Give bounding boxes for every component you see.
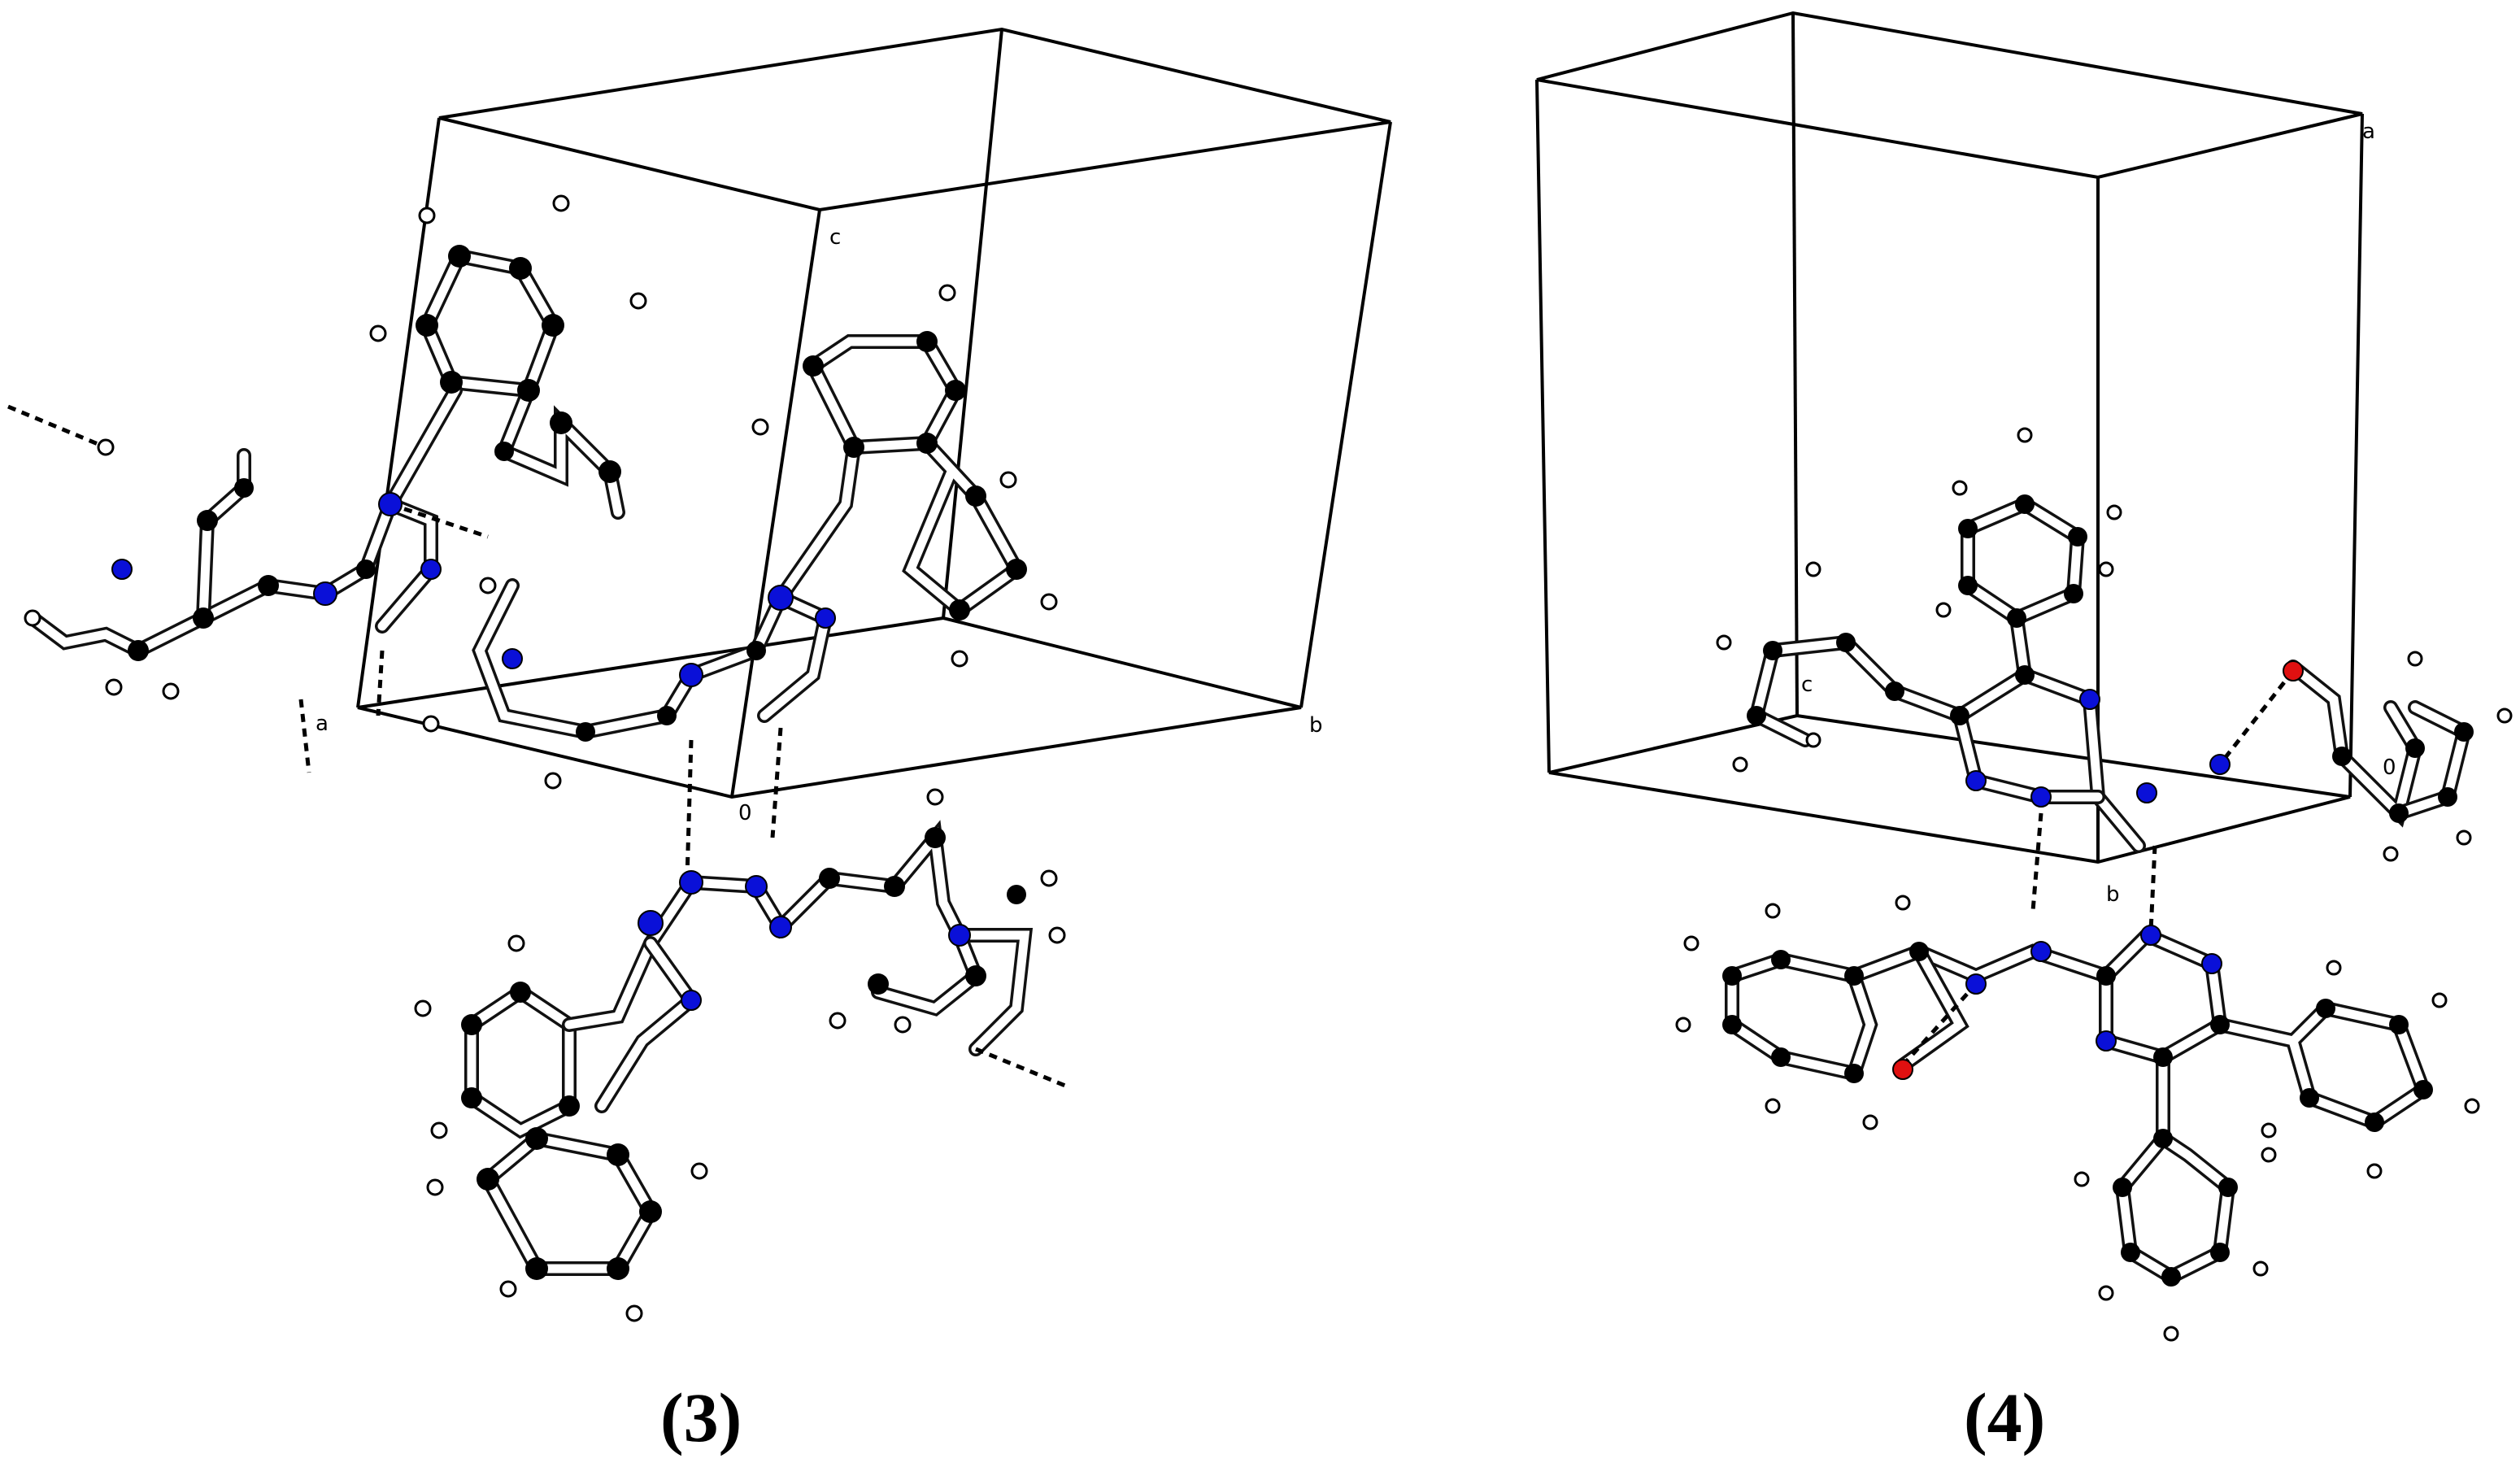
- axis-label-c-4: c: [1801, 673, 1813, 697]
- molecule-4-upper: [1716, 427, 2513, 932]
- bonds: [1747, 495, 2473, 853]
- axis-label-origin-3: 0: [738, 801, 752, 825]
- atoms: [1675, 895, 2480, 1342]
- axis-label-c-3: c: [829, 225, 841, 250]
- bonds: [1725, 926, 2432, 1286]
- molecule-4-lower: [1675, 895, 2480, 1342]
- atoms: [24, 194, 647, 700]
- hydrogen-bonds: [1901, 982, 1978, 1067]
- atoms: [1716, 427, 2513, 862]
- panel-4-packing-diagram: c a b 0: [1535, 11, 2513, 1342]
- axis-label-a-3: a: [316, 712, 329, 736]
- molecule-3-bottom: [414, 788, 1066, 1322]
- panel-3-packing-diagram: c a b 0: [7, 27, 1392, 1322]
- axis-label-origin-4: 0: [2383, 755, 2396, 780]
- axis-label-b-4: b: [2106, 882, 2120, 907]
- molecule-3-center: [422, 284, 1058, 879]
- unit-cell-4: [1535, 11, 2364, 864]
- panel-caption-4: (4): [1964, 1378, 2046, 1456]
- hydrogen-bonds: [2030, 669, 2295, 932]
- atoms: [422, 284, 1058, 790]
- axis-label-b-3: b: [1309, 713, 1323, 738]
- hydrogen-bonds: [7, 404, 489, 773]
- hydrogen-bonds: [975, 1047, 1066, 1088]
- bonds: [464, 820, 1034, 1276]
- axis-label-a-4: a: [2362, 120, 2375, 144]
- hydrogen-bonds: [685, 727, 783, 879]
- molecule-3-upper-left: [7, 194, 647, 773]
- atoms: [414, 788, 1066, 1322]
- panel-caption-3: (3): [660, 1378, 742, 1456]
- bonds: [472, 334, 1026, 740]
